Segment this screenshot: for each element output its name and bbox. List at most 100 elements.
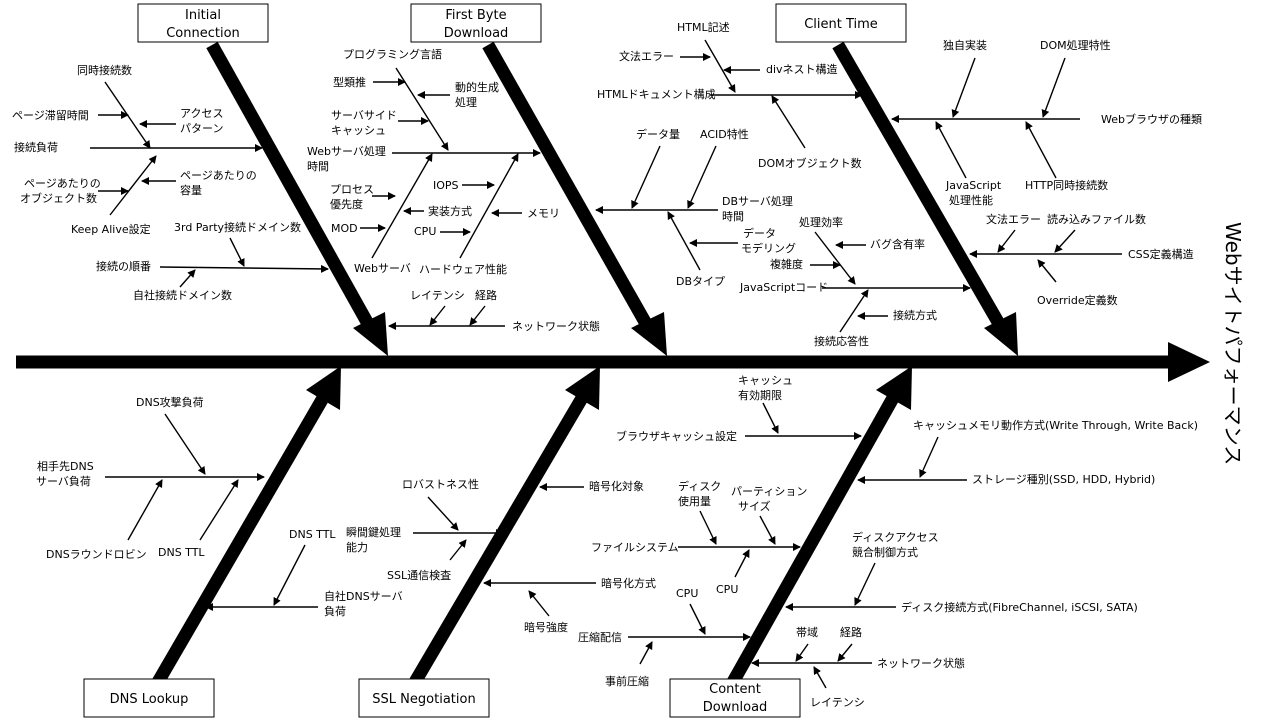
cause-label: divネスト構造 xyxy=(766,62,838,76)
cause-label: 経路 xyxy=(475,289,497,302)
cause-label: 使用量 xyxy=(678,495,711,508)
category-label-line2: Download xyxy=(444,26,509,41)
content-download-causes: キャッシュ 有効期限 ブラウザキャッシュ設定 キャッシュメモリ動作方式(Writ… xyxy=(578,374,1198,709)
cause-label: 同時接続数 xyxy=(77,63,132,77)
effect-label: Webサイトパフォーマンス xyxy=(1221,222,1245,465)
cause-label: ディスク xyxy=(678,479,721,493)
cause-label: ロバストネス性 xyxy=(402,477,479,491)
cause-label: 型類推 xyxy=(333,75,366,89)
cause-label: オブジェクト数 xyxy=(20,191,97,205)
bone-initial-connection xyxy=(206,41,388,356)
main-spine xyxy=(16,342,1210,382)
cause-label: DNS TTL xyxy=(289,528,336,541)
cause-label: 負荷 xyxy=(324,605,346,618)
cause-label: DNS攻撃負荷 xyxy=(136,395,204,409)
cause-label: キャッシュメモリ動作方式(Write Through, Write Back) xyxy=(913,418,1198,432)
category-first-byte: First Byte Download xyxy=(410,3,542,43)
cause-label: ディスクアクセス xyxy=(852,530,939,544)
cause-label: 優先度 xyxy=(330,197,363,211)
first-byte-causes: プログラミング言語 型類推 動的生成 処理 サーバサイド キャッシュ Webサー… xyxy=(307,47,600,333)
cause-label: ブラウザキャッシュ設定 xyxy=(616,429,737,443)
cause-label: ページ滞留時間 xyxy=(12,109,89,122)
cause-label: MOD xyxy=(331,222,358,235)
cause-label: HTTP同時接続数 xyxy=(1025,178,1108,192)
category-label-line1: First Byte xyxy=(445,8,506,23)
bone-first-byte xyxy=(482,41,667,356)
cause-label: SSL通信検査 xyxy=(387,568,451,582)
cause-label: ディスク接続方式(FibreChannel, iSCSI, SATA) xyxy=(901,600,1138,614)
cause-label: DNS TTL xyxy=(158,546,205,559)
cause-label: 独自実装 xyxy=(943,38,987,52)
cause-label: ネットワーク状態 xyxy=(512,319,600,333)
category-initial-connection: Initial Connection xyxy=(137,3,269,43)
cause-label: バグ含有率 xyxy=(870,237,925,251)
category-label: DNS Lookup xyxy=(110,692,189,707)
cause-label: Webサーバ xyxy=(354,262,411,275)
cause-label: ACID特性 xyxy=(700,127,749,141)
cause-label: 処理 xyxy=(455,96,477,109)
cause-label: Webサーバ処理 xyxy=(307,145,386,158)
cause-label: DOMオブジェクト数 xyxy=(758,156,862,170)
cause-label: 暗号化方式 xyxy=(601,576,656,590)
initial-connection-causes: 同時接続数 ページ滞留時間 アクセス パターン 接続負荷 ページあたりの オブジ… xyxy=(12,63,329,302)
cause-label: Webブラウザの種類 xyxy=(1101,112,1202,126)
bone-ssl xyxy=(409,366,600,686)
cause-label: 事前圧縮 xyxy=(605,674,649,688)
cause-label: 接続の順番 xyxy=(96,259,151,273)
bone-content-download xyxy=(727,366,912,686)
cause-label: 処理効率 xyxy=(799,215,843,229)
cause-label: Override定義数 xyxy=(1037,293,1118,307)
cause-label: サイズ xyxy=(738,499,771,513)
cause-label: 自社接続ドメイン数 xyxy=(133,288,232,302)
cause-label: 動的生成 xyxy=(455,80,499,94)
cause-label: 読み込みファイル数 xyxy=(1047,212,1146,226)
cause-label: 処理性能 xyxy=(949,193,993,207)
cause-label: レイテンシ xyxy=(810,696,865,709)
cause-label: 実装方式 xyxy=(428,204,472,218)
category-client-time: Client Time xyxy=(775,3,907,43)
category-content-download: Content Download xyxy=(669,678,801,718)
cause-label: CPU xyxy=(414,225,436,238)
cause-label: 有効期限 xyxy=(738,388,782,402)
cause-label: パーティション xyxy=(731,485,807,498)
cause-label: キャッシュ xyxy=(738,374,793,387)
cause-label: CPU xyxy=(716,583,738,596)
cause-label: ページあたりの xyxy=(24,177,101,190)
cause-label: IOPS xyxy=(433,179,459,192)
cause-label: JavaScriptコード xyxy=(739,281,828,294)
cause-label: 文法エラー xyxy=(619,49,674,63)
cause-label: データ xyxy=(743,226,776,240)
cause-label: 帯域 xyxy=(796,626,818,639)
cause-label: JavaScript xyxy=(945,179,1002,192)
dns-lookup-causes: DNS攻撃負荷 相手先DNS サーバ負荷 DNSラウンドロビン DNS TTL … xyxy=(36,395,403,618)
cause-label: 複雑度 xyxy=(770,257,803,271)
cause-label: 経路 xyxy=(840,626,862,639)
cause-label: DNSラウンドロビン xyxy=(46,548,147,561)
cause-label: 暗号化対象 xyxy=(589,479,644,493)
category-label-line1: Content xyxy=(709,682,761,697)
cause-label: 瞬間鍵処理 xyxy=(346,525,401,539)
cause-label: 能力 xyxy=(346,540,368,554)
cause-label: 暗号強度 xyxy=(524,620,568,634)
category-label-line1: Initial xyxy=(185,8,221,23)
cause-label: 時間 xyxy=(722,210,744,223)
cause-label: プログラミング言語 xyxy=(343,47,442,61)
cause-label: 相手先DNS xyxy=(37,459,94,473)
category-label: Client Time xyxy=(804,17,878,32)
cause-label: 3rd Party接続ドメイン数 xyxy=(174,220,301,234)
ssl-causes: ロバストネス性 暗号化対象 瞬間鍵処理 能力 SSL通信検査 暗号化方式 暗号強… xyxy=(346,477,656,634)
cause-label: 時間 xyxy=(307,160,329,173)
category-label-line2: Connection xyxy=(166,26,240,41)
client-time-causes: HTML記述 文法エラー divネスト構造 HTMLドキュメント構成 DOMオブ… xyxy=(595,20,1202,348)
cause-label: メモリ xyxy=(527,207,560,220)
category-label-line2: Download xyxy=(703,700,768,715)
cause-label: DBタイプ xyxy=(676,275,725,288)
category-dns-lookup: DNS Lookup xyxy=(83,678,215,718)
cause-label: キャッシュ xyxy=(331,124,386,137)
category-label: SSL Negotiation xyxy=(372,692,475,707)
cause-label: 自社DNSサーバ xyxy=(324,589,403,603)
cause-label: HTML記述 xyxy=(677,20,730,34)
cause-label: 容量 xyxy=(180,183,202,197)
cause-label: モデリング xyxy=(741,241,796,255)
